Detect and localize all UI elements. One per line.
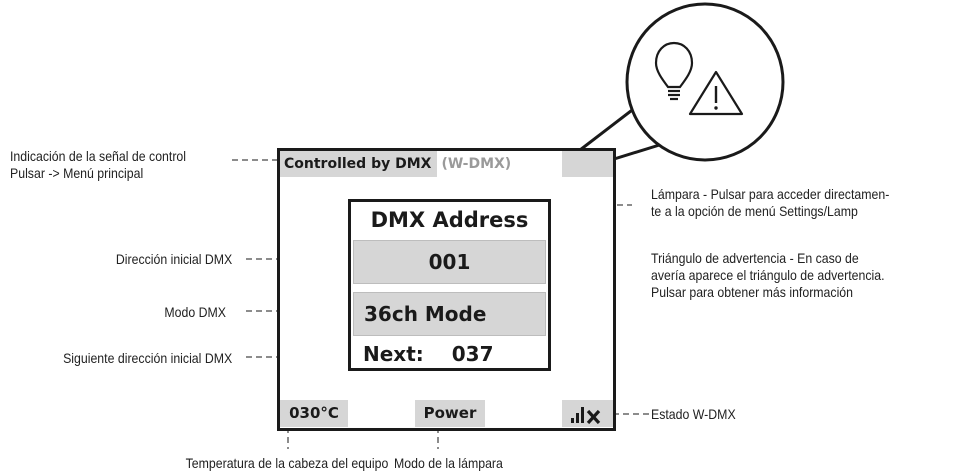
label-dmx-mode: Modo DMX [164,304,226,320]
next-value: 037 [451,342,494,366]
next-address: Next: 037 [363,340,494,368]
controlled-by-label: Controlled by DMX [280,151,438,177]
leader-lamp [594,177,632,206]
label-start-address: Dirección inicial DMX [115,251,232,267]
wdmx-signal-icon [570,407,600,425]
start-address-field[interactable]: 001 [353,240,546,284]
power-button[interactable]: Power [415,400,485,427]
warning-triangle-icon [688,70,744,116]
label-wdmx-status: Estado W-DMX [651,406,736,422]
temperature-button[interactable]: 030°C [280,400,348,427]
label-control-signal: Indicación de la señal de control Pulsar… [10,148,187,181]
controlled-by-button[interactable]: Controlled by DMX(W-DMX) [280,151,549,177]
panel-title: DMX Address [370,208,529,232]
label-next-address: Siguiente dirección inicial DMX [62,350,232,366]
dmx-address-panel: DMX Address 001 36ch Mode Next: 037 [348,199,551,371]
lamp-button[interactable] [562,151,613,177]
wdmx-tag: (W-DMX) [441,156,512,172]
label-lamp: Lámpara - Pulsar para acceder directamen… [651,186,890,219]
label-warning: Triángulo de advertencia - En caso de av… [651,250,885,300]
dmx-mode-field[interactable]: 36ch Mode [353,292,546,336]
zoom-callout [579,2,785,166]
label-temperature: Temperatura de la cabeza del equipo [185,455,389,471]
label-lamp-mode: Modo de la lámpara [394,455,503,471]
next-label: Next: [363,342,424,366]
wdmx-button[interactable] [562,400,613,427]
lightbulb-icon [654,41,694,101]
